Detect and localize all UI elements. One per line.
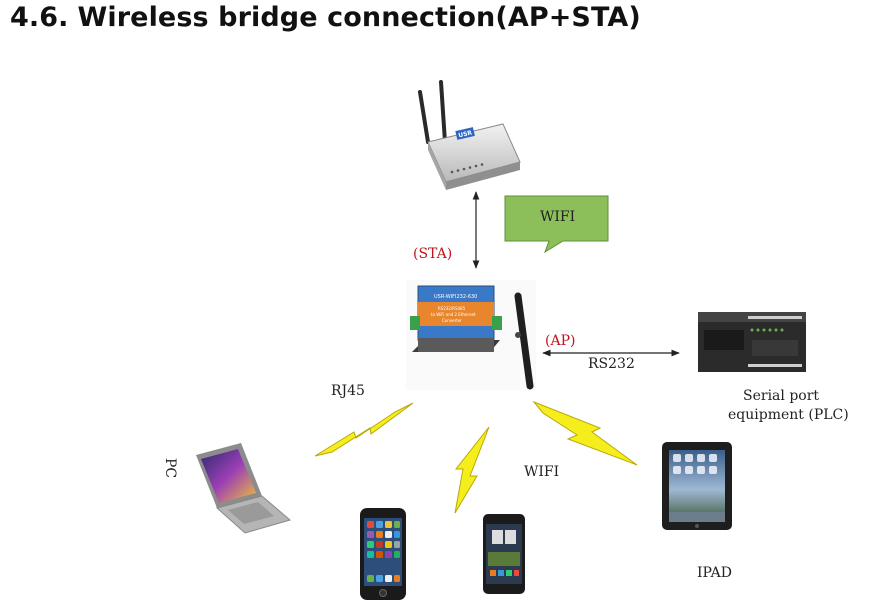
- wifi-bottom-label: WIFI: [524, 464, 560, 480]
- converter-sub1: RS232/RS485: [438, 306, 466, 311]
- ipad-icon: [662, 442, 732, 530]
- plc-label-line1: Serial port: [743, 388, 820, 404]
- rj45-label: RJ45: [331, 383, 365, 399]
- converter-sub2: to WiFi and 2 Ethernet: [431, 312, 476, 317]
- ap-label: (AP): [545, 333, 576, 349]
- laptop-pc-icon: [196, 443, 292, 534]
- wifi-converter-device: USR-WIFI232-630 RS232/RS485 to WiFi and …: [406, 280, 536, 390]
- converter-title: USR-WIFI232-630: [434, 294, 477, 300]
- rj45-lightning-icon: [314, 402, 414, 457]
- router-icon: USR: [418, 80, 521, 190]
- wifi-callout-label: WIFI: [540, 209, 576, 225]
- section-number: 4.6.: [10, 2, 69, 33]
- pc-label: PC: [162, 458, 178, 479]
- section-heading: 4.6. Wireless bridge connection(AP+STA): [10, 2, 641, 33]
- sta-label: (STA): [413, 246, 453, 262]
- android-phone-icon: [483, 514, 525, 594]
- converter-sub3: Converter: [442, 318, 462, 323]
- wifi-callout: [504, 195, 609, 254]
- ipad-lightning-icon: [532, 400, 638, 466]
- plc-icon: [698, 312, 806, 372]
- router-brand: USR: [458, 129, 473, 139]
- plc-label-line2: equipment (PLC): [728, 407, 849, 423]
- section-title: Wireless bridge connection(AP+STA): [77, 2, 641, 33]
- ipad-label: IPAD: [697, 565, 732, 581]
- iphone-icon: [360, 508, 406, 600]
- rs232-label: RS232: [588, 356, 635, 372]
- phone-lightning-icon: [454, 426, 490, 514]
